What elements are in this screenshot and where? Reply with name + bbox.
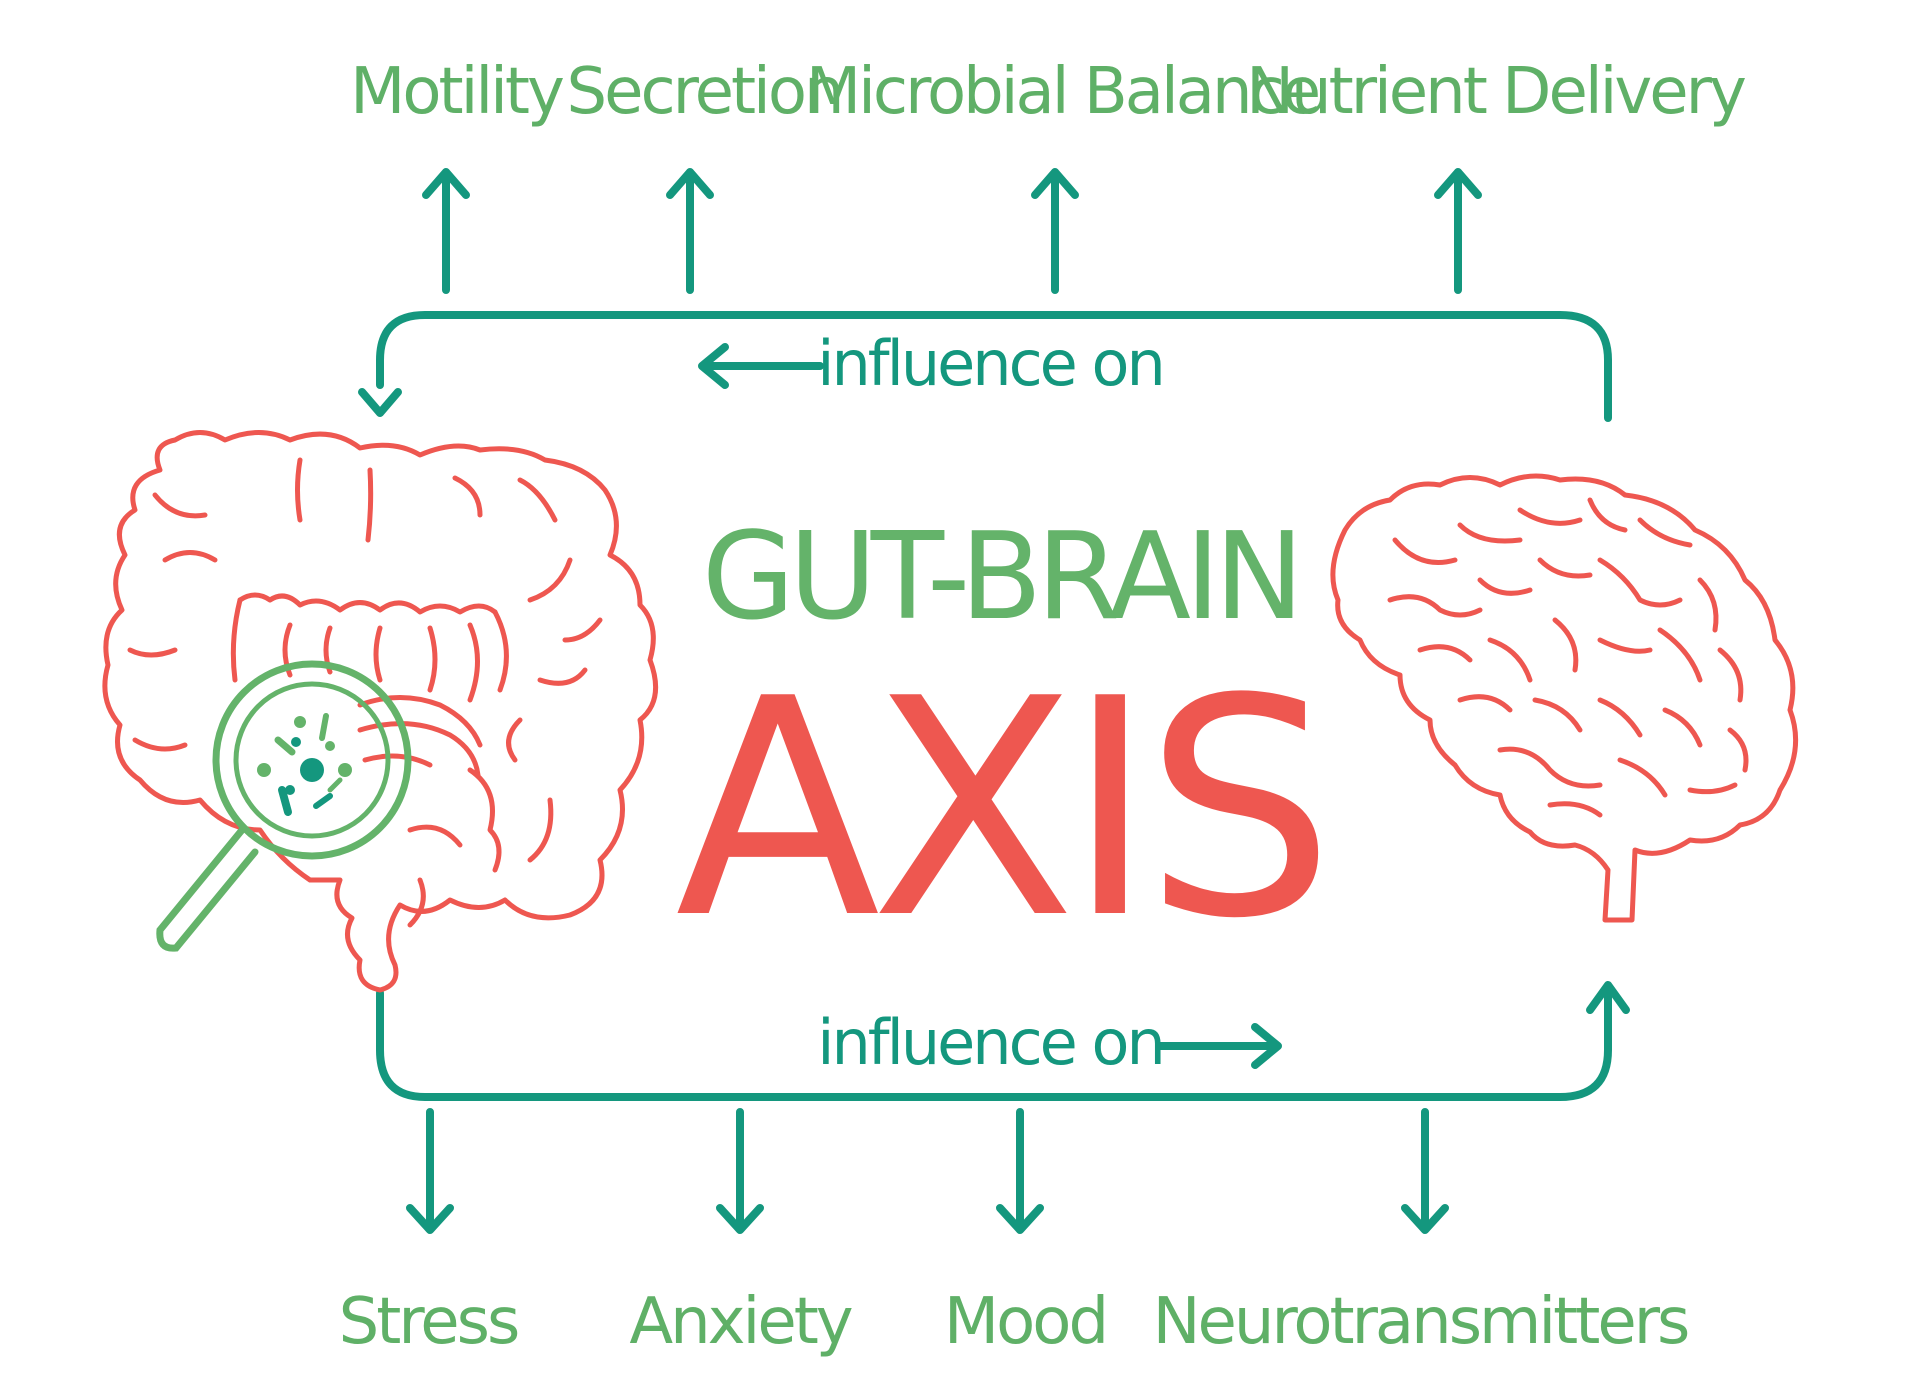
brain-icon	[1330, 473, 1799, 923]
arrow-down-neurotransmitters	[1401, 1108, 1449, 1234]
intestine-icon	[102, 430, 659, 993]
influence-arrow-right	[1156, 1023, 1282, 1069]
arrow-up-microbial-balance	[1031, 168, 1079, 294]
bottom-connector-line	[376, 986, 1612, 1101]
arrow-up-motility	[422, 168, 470, 294]
arrow-down-stress	[406, 1108, 454, 1234]
label-microbial-balance: Microbial Balance	[805, 55, 1321, 129]
arrow-up-to-brain	[1586, 981, 1630, 1014]
arrow-down-to-gut	[358, 388, 402, 417]
label-neurotransmitters: Neurotransmitters	[1152, 1285, 1691, 1359]
arrow-down-anxiety	[716, 1108, 764, 1234]
title-gut-brain: GUT-BRAIN	[701, 508, 1304, 647]
title-axis: AXIS	[675, 635, 1335, 984]
top-connector-line	[376, 311, 1612, 422]
arrow-up-nutrient-delivery	[1434, 168, 1482, 294]
arrow-down-mood	[996, 1108, 1044, 1234]
label-anxiety: Anxiety	[629, 1285, 853, 1359]
label-stress: Stress	[338, 1285, 521, 1359]
up-arrows	[422, 168, 1482, 294]
label-motility: Motility	[350, 55, 565, 129]
label-mood: Mood	[943, 1285, 1109, 1359]
down-arrows	[406, 1108, 1449, 1234]
label-nutrient-delivery: Nutrient Delivery	[1246, 55, 1747, 129]
arrow-up-secretion	[666, 168, 714, 294]
magnifier-icon	[156, 660, 412, 952]
influence-label-top: influence on	[817, 327, 1165, 400]
influence-arrow-left	[698, 343, 824, 389]
bacteria-icon	[257, 713, 352, 816]
influence-label-bottom: influence on	[817, 1006, 1165, 1079]
label-secretion: Secretion	[566, 55, 844, 129]
